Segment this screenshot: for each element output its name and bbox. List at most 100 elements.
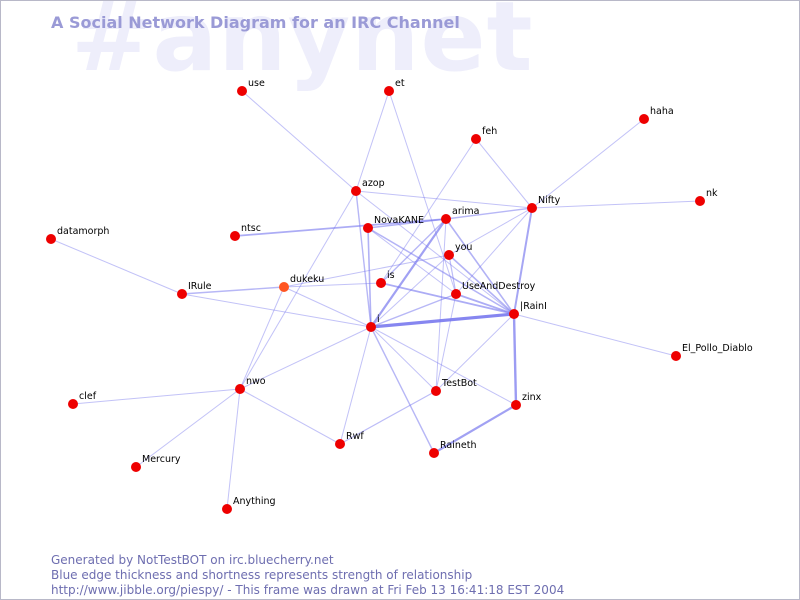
node-label: use (248, 78, 265, 89)
edge-IRule-dukeku (181, 286, 285, 295)
node-IRainI: |RainI (509, 301, 547, 319)
footer-legend-note: Blue edge thickness and shortness repres… (51, 568, 473, 582)
node-label: you (455, 242, 472, 253)
node-nwo: nwo (235, 376, 266, 394)
edge-datamorph-IRule (50, 238, 183, 295)
edge-is-IRainI (380, 282, 515, 315)
node-El_Pollo_Diablo: El_Pollo_Diablo (671, 343, 753, 361)
node-label: azop (362, 178, 385, 189)
node-dot (384, 86, 394, 96)
edge-Nifty-IRainI (513, 207, 533, 315)
node-dot (511, 400, 521, 410)
edge-NovaKANE-UseAndDestroy (367, 227, 457, 295)
node-Rwf: Rwf (335, 431, 364, 449)
node-NovaKANE: NovaKANE (363, 215, 424, 233)
node-dot (351, 186, 361, 196)
node-dot (235, 384, 245, 394)
edge-you-IRainI (448, 254, 515, 315)
node-dot (429, 448, 439, 458)
edge-et-azop (355, 90, 390, 192)
edge-arima-IRainI (445, 218, 515, 315)
node-label: Mercury (142, 454, 181, 465)
edge-feh-is (380, 138, 477, 284)
edge-azop-Nifty (355, 190, 533, 209)
edge-azop-IRainI (355, 190, 515, 315)
edge-nk-Nifty (531, 200, 701, 209)
node-dot (131, 462, 141, 472)
node-haha: haha (639, 106, 674, 124)
node-dot (237, 86, 247, 96)
node-dot (366, 322, 376, 332)
node-label: dukeku (290, 274, 324, 285)
edge-arima-Nifty (445, 207, 533, 220)
node-dot (695, 196, 705, 206)
node-TestBot: TestBot (431, 378, 477, 396)
footer: Generated by NotTestBOT on irc.bluecherr… (51, 553, 564, 598)
edge-dukeku-nwo (239, 286, 285, 390)
edge-zinx-Raineth (433, 404, 517, 454)
node-is: is (376, 270, 395, 288)
node-label: arima (452, 206, 479, 217)
node-dot (671, 351, 681, 361)
node-dot (376, 278, 386, 288)
node-dot (431, 386, 441, 396)
node-dot (444, 250, 454, 260)
edge-UseAndDestroy-IRainI (455, 293, 515, 315)
node-label: UseAndDestroy (462, 281, 536, 292)
edge-ntsc-arima (234, 218, 447, 237)
node-dot (639, 114, 649, 124)
edge-Nifty-UseAndDestroy (455, 207, 533, 295)
edge-Nifty-you (448, 207, 533, 256)
node-label: zinx (522, 392, 542, 403)
node-label: Rwf (346, 431, 364, 442)
node-dot (46, 234, 56, 244)
edge-azop-i (355, 190, 372, 328)
node-use: use (237, 78, 265, 96)
node-label: Nifty (538, 195, 561, 206)
node-label: datamorph (57, 226, 109, 237)
node-Nifty: Nifty (527, 195, 561, 213)
node-Raineth: Raineth (429, 440, 476, 458)
edge-dukeku-i (283, 286, 372, 328)
node-label: El_Pollo_Diablo (682, 343, 753, 354)
node-label: NovaKANE (374, 215, 424, 226)
node-dot (230, 231, 240, 241)
edge-i-UseAndDestroy (370, 293, 457, 328)
edge-arima-TestBot (435, 218, 447, 392)
edge-you-i (370, 254, 450, 328)
edge-IRainI-zinx (512, 313, 518, 406)
node-label: ntsc (241, 223, 261, 234)
node-nk: nk (695, 188, 718, 206)
node-dot (471, 134, 481, 144)
edge-NovaKANE-IRainI (367, 227, 515, 315)
edge-i-zinx (370, 326, 517, 406)
diagram-title: A Social Network Diagram for an IRC Chan… (51, 13, 460, 32)
edge-UseAndDestroy-TestBot (435, 293, 457, 392)
edges-layer (50, 90, 701, 510)
node-dot (177, 289, 187, 299)
edge-IRainI-El_Pollo_Diablo (513, 313, 677, 357)
edge-IRainI-TestBot (435, 313, 515, 392)
node-label: Anything (233, 496, 276, 507)
node-arima: arima (441, 206, 479, 224)
node-dot (527, 203, 537, 213)
channel-watermark: #anynet (71, 0, 534, 93)
edge-feh-Nifty (475, 138, 533, 209)
node-azop: azop (351, 178, 385, 196)
edge-dukeku-is (283, 282, 382, 288)
node-label: nk (706, 188, 718, 199)
node-you: you (444, 242, 472, 260)
node-zinx: zinx (511, 392, 542, 410)
edge-arima-is (380, 218, 447, 284)
node-clef: clef (68, 391, 97, 409)
edge-nwo-Anything (226, 388, 241, 510)
edge-i-TestBot (370, 326, 437, 392)
node-feh: feh (471, 126, 497, 144)
edge-i-IRainI (370, 312, 515, 329)
node-dot (335, 439, 345, 449)
node-label: haha (650, 106, 674, 117)
edge-haha-Nifty (531, 118, 645, 209)
node-IRule: IRule (177, 281, 212, 299)
node-ntsc: ntsc (230, 223, 261, 241)
